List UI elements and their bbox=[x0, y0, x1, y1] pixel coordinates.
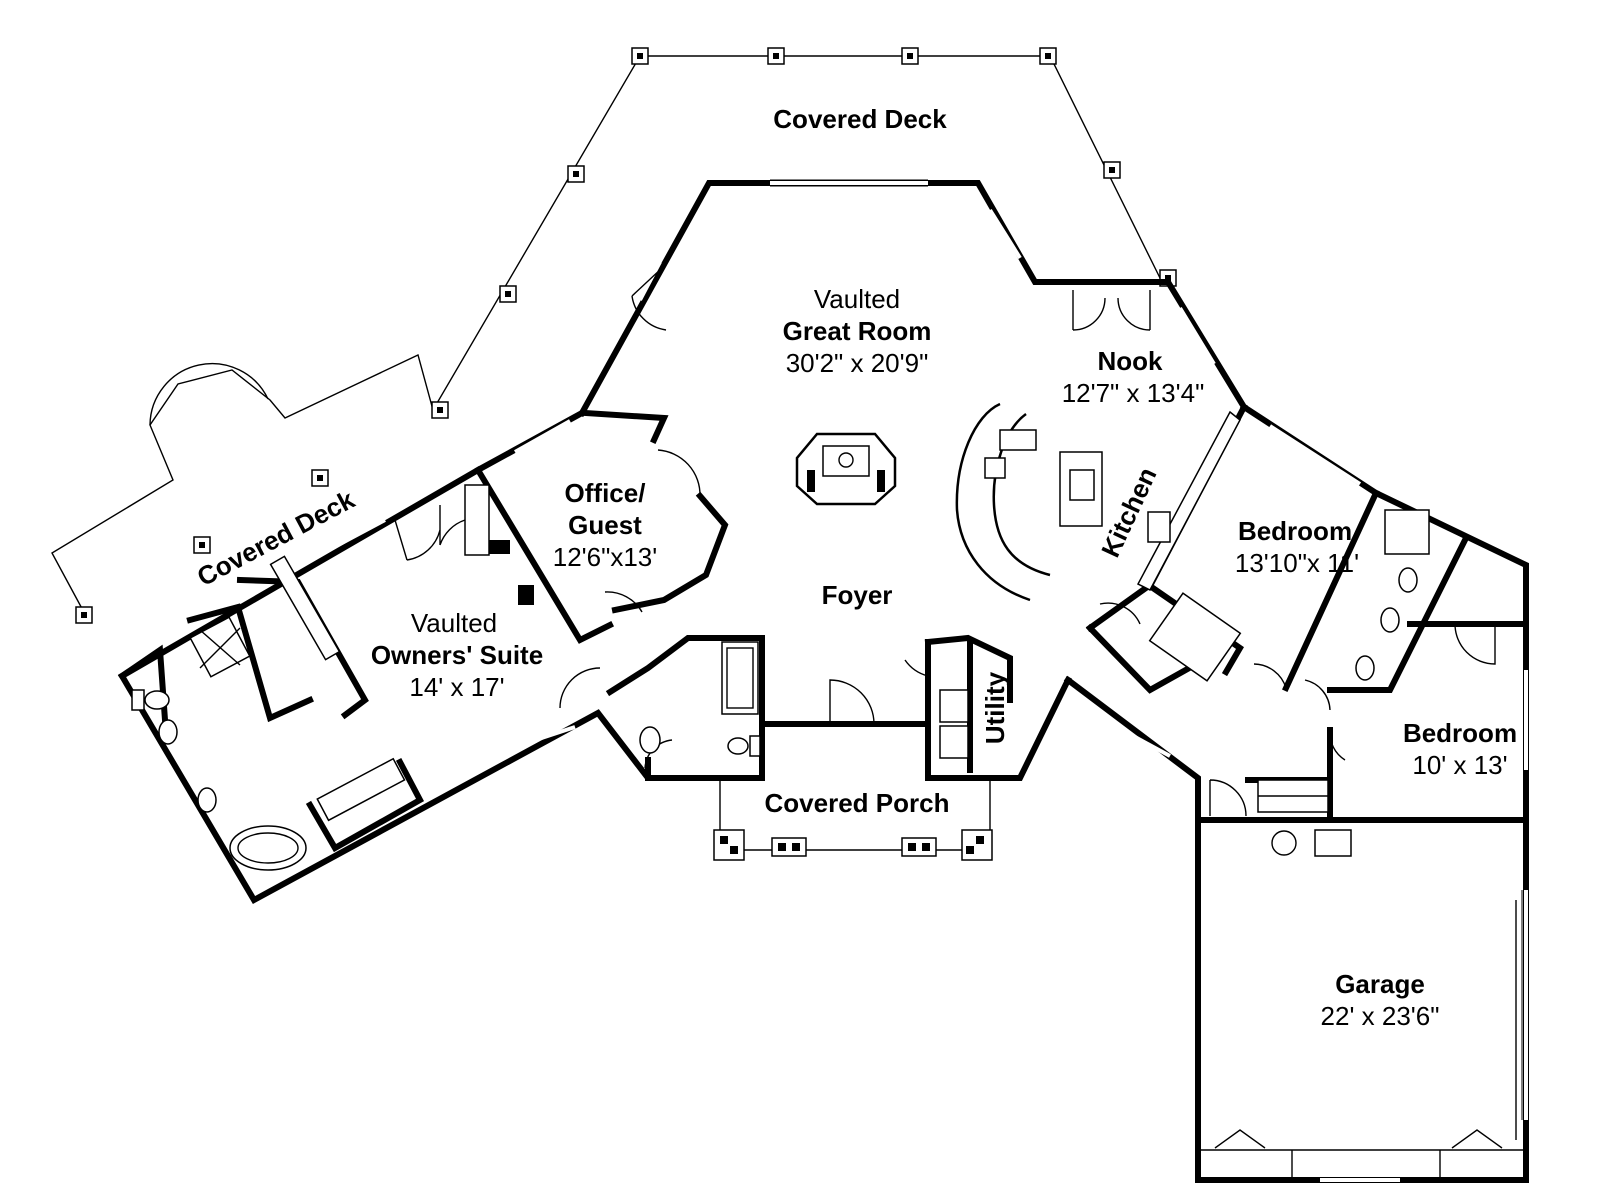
label-office-line1: Office/ bbox=[565, 478, 646, 508]
label-covered-porch: Covered Porch bbox=[765, 788, 950, 818]
windows bbox=[148, 179, 1528, 1182]
covered-porch-outline bbox=[713, 778, 993, 861]
label-covered-deck-left: Covered Deck bbox=[192, 484, 360, 592]
label-bedroom-1-dims: 13'10"x 11' bbox=[1235, 548, 1359, 578]
label-owners-dims: 14' x 17' bbox=[409, 672, 504, 702]
label-utility: Utility bbox=[980, 671, 1010, 744]
deck-post bbox=[901, 47, 919, 65]
deck-post bbox=[1039, 47, 1057, 65]
porch-post bbox=[901, 837, 937, 857]
porch-post bbox=[713, 829, 745, 861]
label-covered-deck-top: Covered Deck bbox=[773, 104, 947, 134]
label-office-line2: Guest bbox=[568, 510, 642, 540]
kitchen-counters bbox=[955, 402, 1103, 602]
label-nook-dims: 12'7" x 13'4" bbox=[1062, 378, 1205, 408]
label-garage-dims: 22' x 23'6" bbox=[1321, 1001, 1440, 1031]
label-great-room-prefix: Vaulted bbox=[814, 284, 900, 314]
label-bedroom-2-dims: 10' x 13' bbox=[1412, 750, 1507, 780]
deck-post bbox=[767, 47, 785, 65]
porch-post bbox=[961, 829, 993, 861]
label-nook-name: Nook bbox=[1098, 346, 1164, 376]
fixtures bbox=[131, 402, 1526, 1180]
deck-post bbox=[631, 47, 649, 65]
deck-post bbox=[499, 285, 517, 303]
deck-post bbox=[567, 165, 585, 183]
label-foyer: Foyer bbox=[822, 580, 893, 610]
deck-post bbox=[431, 401, 449, 419]
label-bedroom-1-name: Bedroom bbox=[1238, 516, 1352, 546]
room-labels: Covered Deck Covered Deck Vaulted Great … bbox=[192, 104, 1517, 1031]
label-garage-name: Garage bbox=[1335, 969, 1425, 999]
label-office-dims: 12'6"x13' bbox=[553, 542, 657, 572]
deck-posts bbox=[75, 47, 1177, 624]
deck-post bbox=[1103, 161, 1121, 179]
label-bedroom-2-name: Bedroom bbox=[1403, 718, 1517, 748]
label-owners-prefix: Vaulted bbox=[411, 608, 497, 638]
label-great-room-dims: 30'2" x 20'9" bbox=[786, 348, 929, 378]
label-owners-name: Owners' Suite bbox=[371, 640, 543, 670]
deck-post bbox=[311, 469, 329, 487]
label-great-room-name: Great Room bbox=[783, 316, 932, 346]
deck-post bbox=[75, 606, 93, 624]
fireplace bbox=[795, 432, 897, 506]
porch-post bbox=[771, 837, 807, 857]
deck-post bbox=[193, 536, 211, 554]
